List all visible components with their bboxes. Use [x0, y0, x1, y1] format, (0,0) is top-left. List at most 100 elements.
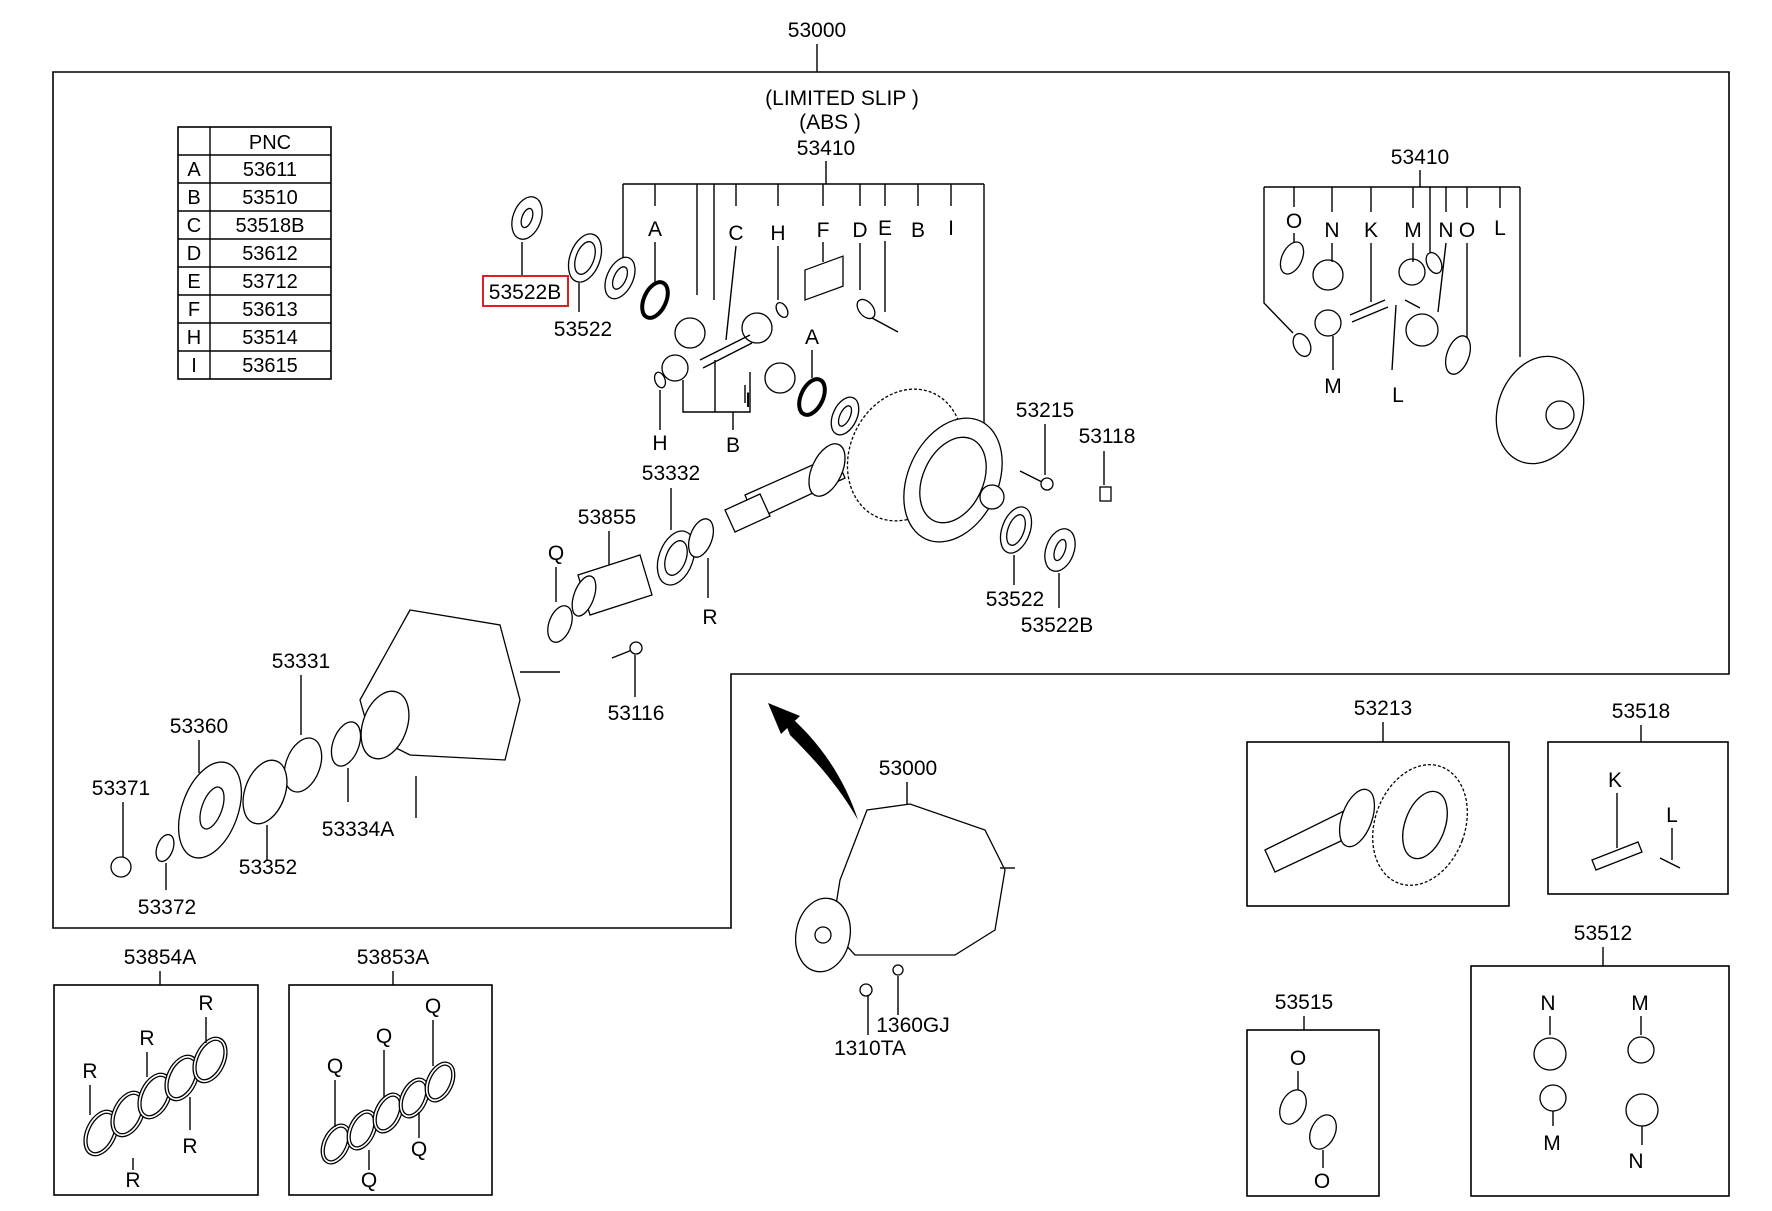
pnc-row-value[interactable]: 53518B	[236, 215, 305, 237]
kit-box-53515	[1246, 1029, 1380, 1197]
variant-note-abs: (ABS )	[799, 111, 861, 134]
washer-53372-part[interactable]	[153, 832, 178, 864]
label-53522b-highlighted[interactable]: 53522B	[489, 281, 561, 304]
companion-flange-53360-part[interactable]	[167, 753, 254, 866]
shim-ring-q[interactable]	[423, 1061, 456, 1102]
nut-53371-part[interactable]	[110, 856, 132, 878]
drive-pinion-part[interactable]	[724, 438, 852, 533]
label-53855[interactable]: 53855	[578, 506, 636, 529]
bearing-inner	[574, 241, 596, 275]
pnc-row-value[interactable]: 53514	[242, 327, 298, 349]
label-53352[interactable]: 53352	[239, 856, 297, 879]
kit-53853a-letter-q3: Q	[376, 1025, 392, 1048]
assembly-label[interactable]: 53000	[788, 19, 846, 42]
shim-ring-q[interactable]	[319, 1123, 352, 1164]
pnc-row-key: A	[187, 159, 201, 181]
letter-B-lower: B	[726, 434, 740, 457]
clip-53118-part[interactable]	[1099, 486, 1112, 502]
kit-53512-gear-n1[interactable]	[1533, 1037, 1567, 1071]
shim-rings-q[interactable]	[315, 1057, 460, 1168]
pnc-row-value[interactable]: 53611	[243, 159, 297, 181]
pnc-row-key: C	[187, 215, 201, 237]
kit-label-53213[interactable]: 53213	[1354, 697, 1412, 720]
pnc-row-value[interactable]: 53712	[242, 271, 298, 293]
seal-53334a-part[interactable]	[326, 718, 366, 770]
nut-1310ta-part[interactable]	[859, 983, 873, 997]
kit-label-53853a[interactable]: 53853A	[357, 946, 429, 969]
shim-ring-r[interactable]	[108, 1090, 148, 1138]
shim-ring-r[interactable]	[135, 1072, 175, 1120]
seal-53352-part[interactable]	[235, 754, 295, 830]
kit-53512-gear-m2[interactable]	[1539, 1084, 1567, 1112]
shim-r-part[interactable]	[684, 515, 718, 560]
ring-gear-and-case[interactable]	[826, 370, 1021, 558]
label-53522-left[interactable]: 53522	[554, 318, 612, 341]
pnc-row-value[interactable]: 53612	[242, 243, 298, 265]
shim-ring-r[interactable]	[162, 1054, 202, 1102]
kit-53512-gear-n2[interactable]	[1625, 1093, 1659, 1127]
washer-hole	[611, 266, 629, 290]
pnc-row-value[interactable]: 53615	[242, 355, 298, 377]
letter-A-lower: A	[805, 326, 819, 349]
label-53522b-right[interactable]: 53522B	[1021, 614, 1093, 637]
kit-53512-letter-n-bottom: N	[1628, 1150, 1643, 1173]
bearing-53331-part[interactable]	[277, 733, 328, 797]
alt-letter-K: K	[1364, 219, 1378, 242]
alt-letter-M-bottom: M	[1324, 375, 1342, 398]
label-53332[interactable]: 53332	[642, 462, 700, 485]
gear-set-53213-part[interactable]	[1264, 751, 1483, 898]
seal-a-part[interactable]	[637, 278, 673, 322]
shim-ring-q[interactable]	[345, 1109, 378, 1150]
seal-a-lower-part[interactable]	[794, 375, 830, 419]
alt-bracket	[1263, 170, 1521, 357]
pnc-row-value[interactable]: 53510	[242, 187, 298, 209]
shim-q-part[interactable]	[543, 602, 577, 645]
shim-ring-q[interactable]	[397, 1077, 430, 1118]
label-53331[interactable]: 53331	[272, 650, 330, 673]
label-53116[interactable]: 53116	[608, 702, 665, 725]
label-53371[interactable]: 53371	[92, 777, 150, 800]
pnc-row-key: D	[187, 243, 201, 265]
kit-box-53854a	[53, 984, 259, 1196]
spider-gear-group[interactable]	[653, 255, 899, 394]
bolt-53116-part[interactable]	[611, 641, 643, 659]
pnc-row-value[interactable]: 53613	[242, 299, 298, 321]
shim-rings-r[interactable]	[77, 1032, 233, 1161]
bolt-53215-part[interactable]	[1019, 470, 1054, 491]
kit-label-53512[interactable]: 53512	[1574, 922, 1632, 945]
complete-housing-part[interactable]	[790, 803, 1015, 976]
kit-53515-washer-2[interactable]	[1305, 1111, 1342, 1154]
diff-assembly-label-alt[interactable]: 53410	[1391, 146, 1449, 169]
shim-ring-r[interactable]	[190, 1036, 230, 1084]
shim-ring-q[interactable]	[371, 1092, 404, 1133]
label-53334a[interactable]: 53334A	[322, 818, 394, 841]
pinion-shaft-part[interactable]	[1591, 841, 1681, 871]
label-53360[interactable]: 53360	[170, 715, 228, 738]
shim-ring-r[interactable]	[81, 1109, 121, 1157]
label-53522-right[interactable]: 53522	[986, 588, 1044, 611]
kit-label-53515[interactable]: 53515	[1275, 991, 1333, 1014]
spacer-53855-part[interactable]	[567, 554, 653, 619]
kit-label-53518[interactable]: 53518	[1612, 700, 1670, 723]
label-53372[interactable]: 53372	[138, 896, 196, 919]
label-53118[interactable]: 53118	[1079, 425, 1136, 448]
carrier-housing-part[interactable]	[352, 609, 560, 818]
diff-assembly-label-main[interactable]: 53410	[797, 137, 855, 160]
pnc-table-header: PNC	[249, 132, 291, 154]
label-1310ta[interactable]: 1310TA	[834, 1037, 906, 1060]
label-1360gj[interactable]: 1360GJ	[876, 1014, 950, 1037]
alt-diff-parts[interactable]	[1276, 238, 1599, 476]
alt-letter-O2: O	[1459, 219, 1475, 242]
label-53215[interactable]: 53215	[1016, 399, 1074, 422]
kit-53512-letter-m-top: M	[1631, 992, 1649, 1015]
kit-53512-gear-m1[interactable]	[1627, 1036, 1655, 1064]
kit-53515-washer-1[interactable]	[1275, 1086, 1312, 1129]
kit-label-53854a[interactable]: 53854A	[124, 946, 196, 969]
kit-53518-letter-k: K	[1608, 769, 1622, 792]
nut-1360gj-part[interactable]	[892, 964, 904, 976]
washer-lower-hole	[837, 405, 853, 427]
label-housing-53000[interactable]: 53000	[879, 757, 937, 780]
kit-53853a-letter-q4: Q	[411, 1138, 427, 1161]
